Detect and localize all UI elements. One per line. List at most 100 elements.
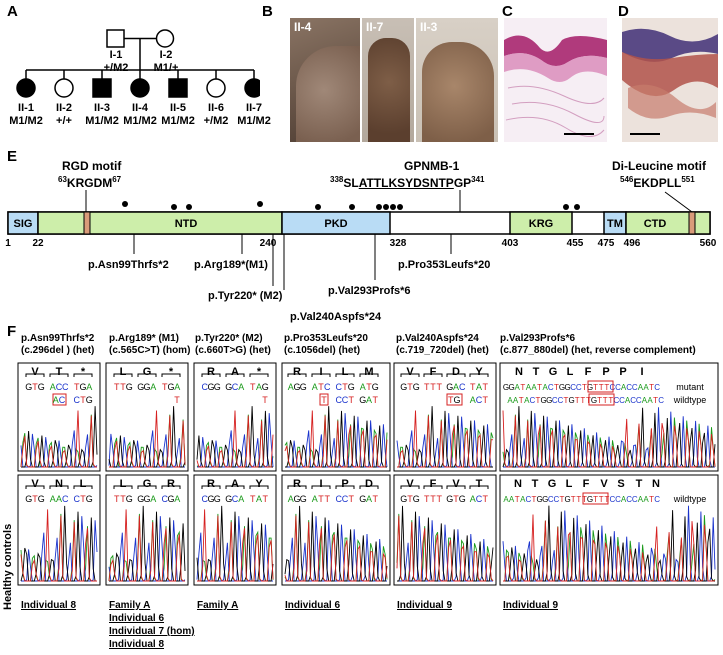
chromatogram-trace [285, 516, 387, 582]
mutant-sequence: C [615, 383, 621, 392]
codon-text: T [74, 382, 80, 392]
amino-acid-label: * [257, 366, 262, 378]
dileucine-seq: 546EKDPLL551 [620, 175, 695, 190]
chromatogram-trace [20, 430, 98, 468]
variant-box [446, 393, 463, 406]
chromatogram-box [393, 474, 497, 586]
mutant-sequence: C [548, 383, 554, 392]
variant-dot [186, 204, 192, 210]
domain-pkd-label: PKD [324, 218, 347, 230]
mutant-sequence: C [576, 383, 582, 392]
amino-acid-label: V [31, 478, 39, 490]
codon-text: C [476, 395, 483, 405]
amino-acid-label: N [515, 366, 523, 378]
codon-text: T [430, 382, 436, 392]
wildtype-sequence: T [515, 495, 520, 504]
codon-text: C [62, 382, 69, 392]
codon-text: T [348, 494, 354, 504]
domain-ctd-label: CTD [644, 218, 667, 230]
codon-text: G [79, 382, 86, 392]
codon-text: T [32, 494, 38, 504]
sanger-col1-header: p.Asn99Thrfs*2(c.296del ) (het) [21, 333, 95, 356]
mutant-sequence: A [643, 383, 649, 392]
wildtype-sequence: C [615, 495, 621, 504]
amino-acid-label: A [231, 478, 239, 490]
mutant-sequence: T [582, 383, 587, 392]
amino-acid-label: R [207, 366, 215, 378]
wildtype-sequence: T [571, 495, 576, 504]
codon-text: T [424, 382, 430, 392]
codon-bracket [335, 373, 355, 377]
histology-c [504, 18, 607, 142]
variant-dot [376, 204, 382, 210]
codon-text: G [126, 382, 133, 392]
motif-dileucine [688, 211, 696, 235]
amino-acid-label: R [167, 478, 175, 490]
wildtype-sequence: T [580, 396, 585, 405]
codon-text: G [446, 494, 453, 504]
pedigree-chart [16, 29, 260, 98]
variant-box [587, 380, 614, 393]
codon-bracket [359, 373, 379, 377]
wildtype-sequence: A [638, 495, 644, 504]
pedigree-ii2 [54, 78, 74, 98]
wildtype-sequence: A [507, 396, 513, 405]
amino-acid-label: Y [475, 366, 483, 378]
wildtype-sequence: C [636, 396, 642, 405]
codon-text: G [400, 382, 407, 392]
amino-acid-label: D [452, 366, 460, 378]
codon-text: T [250, 494, 256, 504]
mutation-val293: p.Val293Profs*6 [328, 285, 411, 297]
mutant-sequence: A [531, 383, 537, 392]
pedigree-mother [155, 29, 175, 48]
codon-text: A [476, 382, 482, 392]
position-label: 560 [700, 238, 717, 249]
chromatogram-box [281, 474, 391, 586]
codon-bracket [49, 485, 69, 489]
amino-acid-label: T [533, 366, 540, 378]
photo-ii4: II-4 [290, 18, 360, 142]
codon-text: C [476, 494, 483, 504]
protein-domain-diagram: SIG NTD PKD KRG TM CTD 1 22 240 328 403 … [5, 190, 717, 290]
codon-text: T [430, 494, 436, 504]
mutant-sequence: T [604, 383, 609, 392]
codon-text: T [120, 382, 126, 392]
chromatogram-trace [284, 515, 388, 582]
codon-text: G [453, 395, 460, 405]
codon-bracket [287, 485, 307, 489]
codon-text: C [162, 494, 169, 504]
wildtype-sequence: C [548, 495, 554, 504]
chromatogram-trace [196, 505, 274, 582]
codon-text: A [453, 382, 459, 392]
amino-acid-label: L [120, 366, 127, 378]
wildtype-sequence: T [576, 495, 581, 504]
wildtype-sequence: T [532, 495, 537, 504]
wildtype-sequence: C [554, 495, 560, 504]
wildtype-sequence: A [509, 495, 515, 504]
wildtype-sequence: C [552, 396, 558, 405]
amino-acid-label: V [600, 478, 608, 490]
codon-text: G [225, 382, 232, 392]
mutant-sequence: T [649, 383, 654, 392]
amino-acid-label: L [567, 366, 574, 378]
amino-acid-label: G [549, 366, 558, 378]
sanger-col4-header: p.Pro353Leufs*20(c.1056del) (het) [284, 333, 368, 356]
mutation-pro353: p.Pro353Leufs*20 [398, 259, 491, 271]
codon-text: G [262, 382, 269, 392]
amino-acid-label: V [452, 478, 460, 490]
position-label: 240 [260, 238, 277, 249]
codon-bracket [446, 485, 466, 489]
variant-dot [315, 204, 321, 210]
amino-acid-label: F [583, 478, 590, 490]
chromatogram-trace [503, 505, 715, 582]
pedigree-ii3 [92, 78, 112, 98]
domain-sig-label: SIG [14, 218, 33, 230]
chromatogram-trace [397, 410, 494, 468]
panel-label-a: A [7, 3, 18, 20]
amino-acid-label: L [566, 478, 573, 490]
codon-text: T [453, 494, 459, 504]
wildtype-sequence: G [540, 396, 546, 405]
wildtype-sequence: C [530, 396, 536, 405]
position-label: 22 [32, 238, 44, 249]
